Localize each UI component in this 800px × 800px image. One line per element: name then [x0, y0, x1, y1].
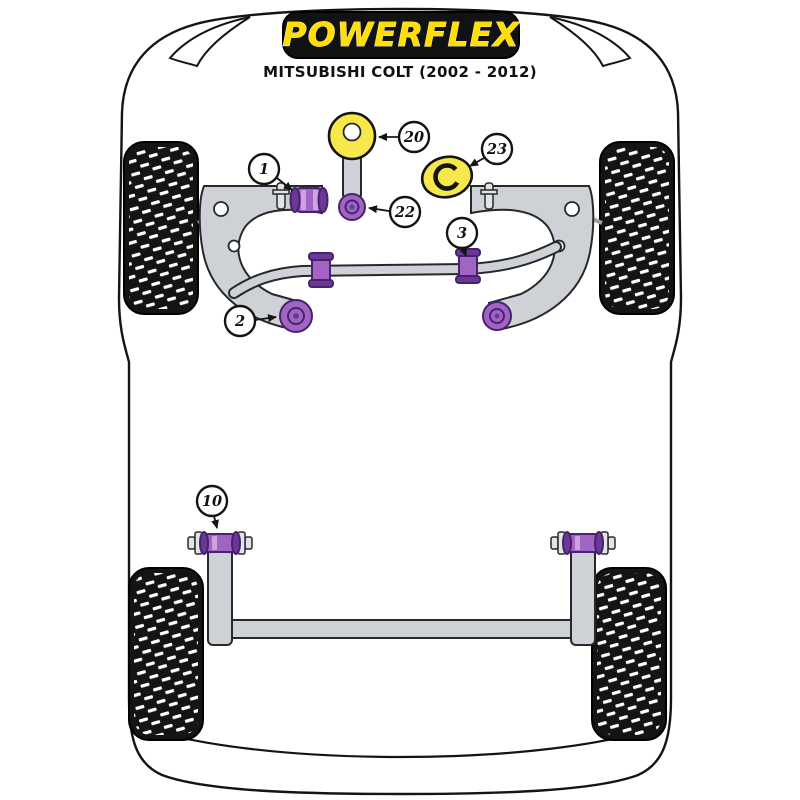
- wishbone-front-bush: [289, 187, 329, 213]
- callouts: 1 20 23 22 3 2 10: [195, 120, 514, 529]
- rear-suspension: [187, 531, 616, 646]
- cowl-left: [168, 16, 251, 68]
- callout-10-arrow: [211, 515, 219, 529]
- tire-rear-right: [591, 567, 667, 741]
- tire-front-left: [123, 141, 199, 315]
- svg-text:1: 1: [259, 161, 269, 178]
- callout-2: 2: [223, 304, 277, 338]
- callout-2-arrow: [254, 314, 277, 323]
- callout-1: 1: [247, 152, 293, 191]
- rear-left-trailing-arm: [207, 548, 233, 646]
- front-suspension: [197, 111, 603, 333]
- svg-text:22: 22: [394, 204, 415, 221]
- rear-axle-beam: [221, 619, 583, 639]
- tire-front-right: [599, 141, 675, 315]
- arb-bush-right: [455, 248, 481, 284]
- callout-3-arrow: [459, 247, 467, 257]
- callout-22: 22: [368, 195, 422, 229]
- callout-10: 10: [195, 484, 229, 529]
- rear-right-trailing-arm: [570, 548, 596, 646]
- svg-text:2: 2: [234, 313, 245, 330]
- powerflex-logo: [282, 11, 520, 59]
- wishbone-rear-bush-right: [482, 301, 512, 331]
- powerflex-logo-text: POWERFLEX: [282, 15, 520, 54]
- svg-text:23: 23: [486, 141, 507, 158]
- rear-beam-bush-left: [187, 531, 253, 555]
- mount-bush: [338, 193, 366, 221]
- svg-text:10: 10: [202, 493, 222, 510]
- svg-text:20: 20: [403, 129, 424, 146]
- brand-header: POWERFLEX MITSUBISHI COLT (2002 - 2012): [263, 11, 537, 81]
- wishbone-rear-bush-left: [279, 299, 313, 333]
- engine-mount-insert: [420, 155, 474, 199]
- engine-mount-upper: [327, 111, 377, 161]
- callout-1-arrow: [276, 177, 293, 191]
- rear-beam-bush-right: [550, 531, 616, 555]
- bolt-left: [272, 182, 290, 210]
- bolt-right: [480, 182, 498, 210]
- vehicle-model-title: MITSUBISHI COLT (2002 - 2012): [263, 63, 537, 81]
- callout-22-arrow: [368, 205, 390, 214]
- callout-20: 20: [378, 120, 431, 154]
- callout-3: 3: [445, 216, 479, 257]
- arb-bush-left: [308, 252, 334, 288]
- cowl-right: [549, 16, 632, 68]
- callout-23-arrow: [469, 157, 485, 167]
- svg-text:3: 3: [457, 225, 467, 242]
- callout-23: 23: [469, 132, 514, 167]
- tire-rear-left: [128, 567, 204, 741]
